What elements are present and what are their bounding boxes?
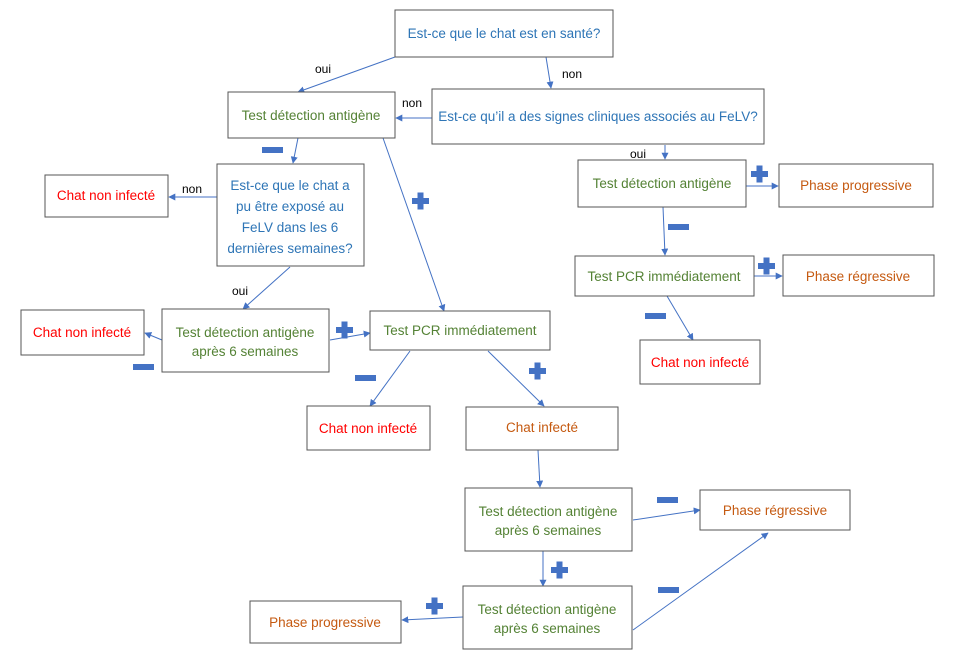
node-chat-non-infecte-4: Chat non infecté — [639, 339, 761, 385]
node-label: Chat non infecté — [57, 188, 155, 203]
edge-labels: oui non non non oui oui — [182, 62, 646, 298]
minus-sign — [645, 313, 666, 319]
arrow-sante-to-signes — [545, 56, 554, 89]
minus-sign — [262, 147, 283, 153]
node-label: Phase progressive — [269, 615, 381, 630]
node-test-pcr-1: Test PCR immédiatement — [369, 310, 551, 351]
arrow-infecte-to-test6s2 — [536, 449, 544, 488]
arrow-pcr1-to-nonInfecte3 — [369, 350, 411, 407]
node-label: Chat non infecté — [33, 325, 131, 340]
node-label: Phase régressive — [806, 269, 910, 284]
node-label: Phase progressive — [800, 178, 912, 193]
node-label: Phase régressive — [723, 503, 827, 518]
node-label: Test PCR immédiatement — [587, 269, 740, 284]
minus-sign — [133, 364, 154, 370]
node-label: Test détection antigène — [242, 108, 381, 123]
plus-sign — [758, 257, 775, 275]
node-phase-progressive-2: Phase progressive — [778, 163, 934, 208]
node-test-antigene-6s-1: Test détection antigène après 6 semaines — [161, 308, 330, 373]
node-label-line: Test détection antigène — [478, 602, 617, 617]
minus-sign — [658, 587, 679, 593]
minus-sign — [355, 375, 376, 381]
arrow-pcr2-to-nonInfecte4 — [666, 295, 694, 341]
arrow-test6s2-to-regressive1 — [632, 507, 701, 521]
label-non-signes: non — [402, 96, 422, 110]
arrow-pcr1-to-infecte — [487, 350, 545, 407]
node-question-sante: Est-ce que le chat est en santé? — [394, 9, 614, 58]
node-chat-infecte: Chat infecté — [465, 406, 619, 451]
node-test-antigene-6s-2: Test détection antigène après 6 semaines — [464, 487, 633, 552]
arrow-test1-to-expose — [290, 137, 299, 164]
arrows — [144, 56, 783, 631]
plus-sign — [336, 321, 353, 339]
label-oui-expose: oui — [232, 284, 248, 298]
plus-sign — [412, 192, 429, 210]
node-label: Test détection antigène — [593, 176, 732, 191]
minus-sign — [657, 497, 678, 503]
node-chat-non-infecte-3: Chat non infecté — [306, 405, 431, 451]
node-label-line: dernières semaines? — [227, 241, 352, 256]
arrow-test6s3-to-regressive1 — [632, 532, 769, 631]
label-non-expose: non — [182, 182, 202, 196]
node-label-line: Test détection antigène — [176, 325, 315, 340]
node-test-antigene-2: Test détection antigène — [577, 159, 747, 208]
plus-sign — [751, 165, 768, 183]
node-test-pcr-2: Test PCR immédiatement — [574, 255, 755, 297]
label-oui-sante: oui — [315, 62, 331, 76]
arrow-test6s3-to-progressive1 — [401, 616, 464, 624]
node-question-signes: Est-ce qu’il a des signes cliniques asso… — [431, 88, 765, 145]
arrow-test6s1-to-pcr1 — [329, 330, 371, 341]
node-label-line: FeLV dans les 6 — [242, 220, 339, 235]
node-label-line: après 6 semaines — [192, 344, 299, 359]
node-chat-non-infecte-1: Chat non infecté — [44, 174, 169, 218]
node-label-line: Est-ce que le chat a — [230, 178, 350, 193]
node-label: Chat non infecté — [651, 355, 749, 370]
plus-sign — [529, 362, 546, 380]
node-label-line: après 6 semaines — [494, 621, 601, 636]
node-label: Test PCR immédiatement — [383, 323, 536, 338]
node-chat-non-infecte-2: Chat non infecté — [20, 309, 145, 356]
node-phase-regressive-2: Phase régressive — [782, 254, 935, 297]
node-phase-progressive-1: Phase progressive — [249, 600, 402, 644]
plus-sign — [551, 561, 568, 579]
arrow-test2-to-pcr2 — [661, 206, 669, 256]
nodes: Est-ce que le chat est en santé? Est-ce … — [20, 9, 935, 650]
node-question-expose: Est-ce que le chat a pu être exposé au F… — [216, 163, 365, 267]
node-label: Chat non infecté — [319, 421, 417, 436]
node-label-line: après 6 semaines — [495, 523, 602, 538]
node-label: Chat infecté — [506, 420, 578, 435]
minus-sign — [668, 224, 689, 230]
node-label: Est-ce qu’il a des signes cliniques asso… — [438, 109, 757, 124]
arrow-test1-to-pcr1 — [382, 137, 446, 312]
node-test-antigene-6s-3: Test détection antigène après 6 semaines — [462, 585, 633, 650]
arrow-test6s1-to-nonInfecte2 — [144, 332, 163, 341]
arrow-sante-to-test1 — [297, 56, 396, 94]
signs — [133, 147, 775, 615]
node-label-line: pu être exposé au — [236, 199, 344, 214]
arrow-expose-to-test6s1 — [242, 266, 291, 310]
plus-sign — [426, 597, 443, 615]
label-non-sante: non — [562, 67, 582, 81]
node-label: Est-ce que le chat est en santé? — [408, 26, 601, 41]
node-test-antigene-1: Test détection antigène — [227, 91, 396, 139]
node-label-line: Test détection antigène — [479, 504, 618, 519]
node-phase-regressive-1: Phase régressive — [699, 489, 851, 531]
label-oui-signes: oui — [630, 147, 646, 161]
